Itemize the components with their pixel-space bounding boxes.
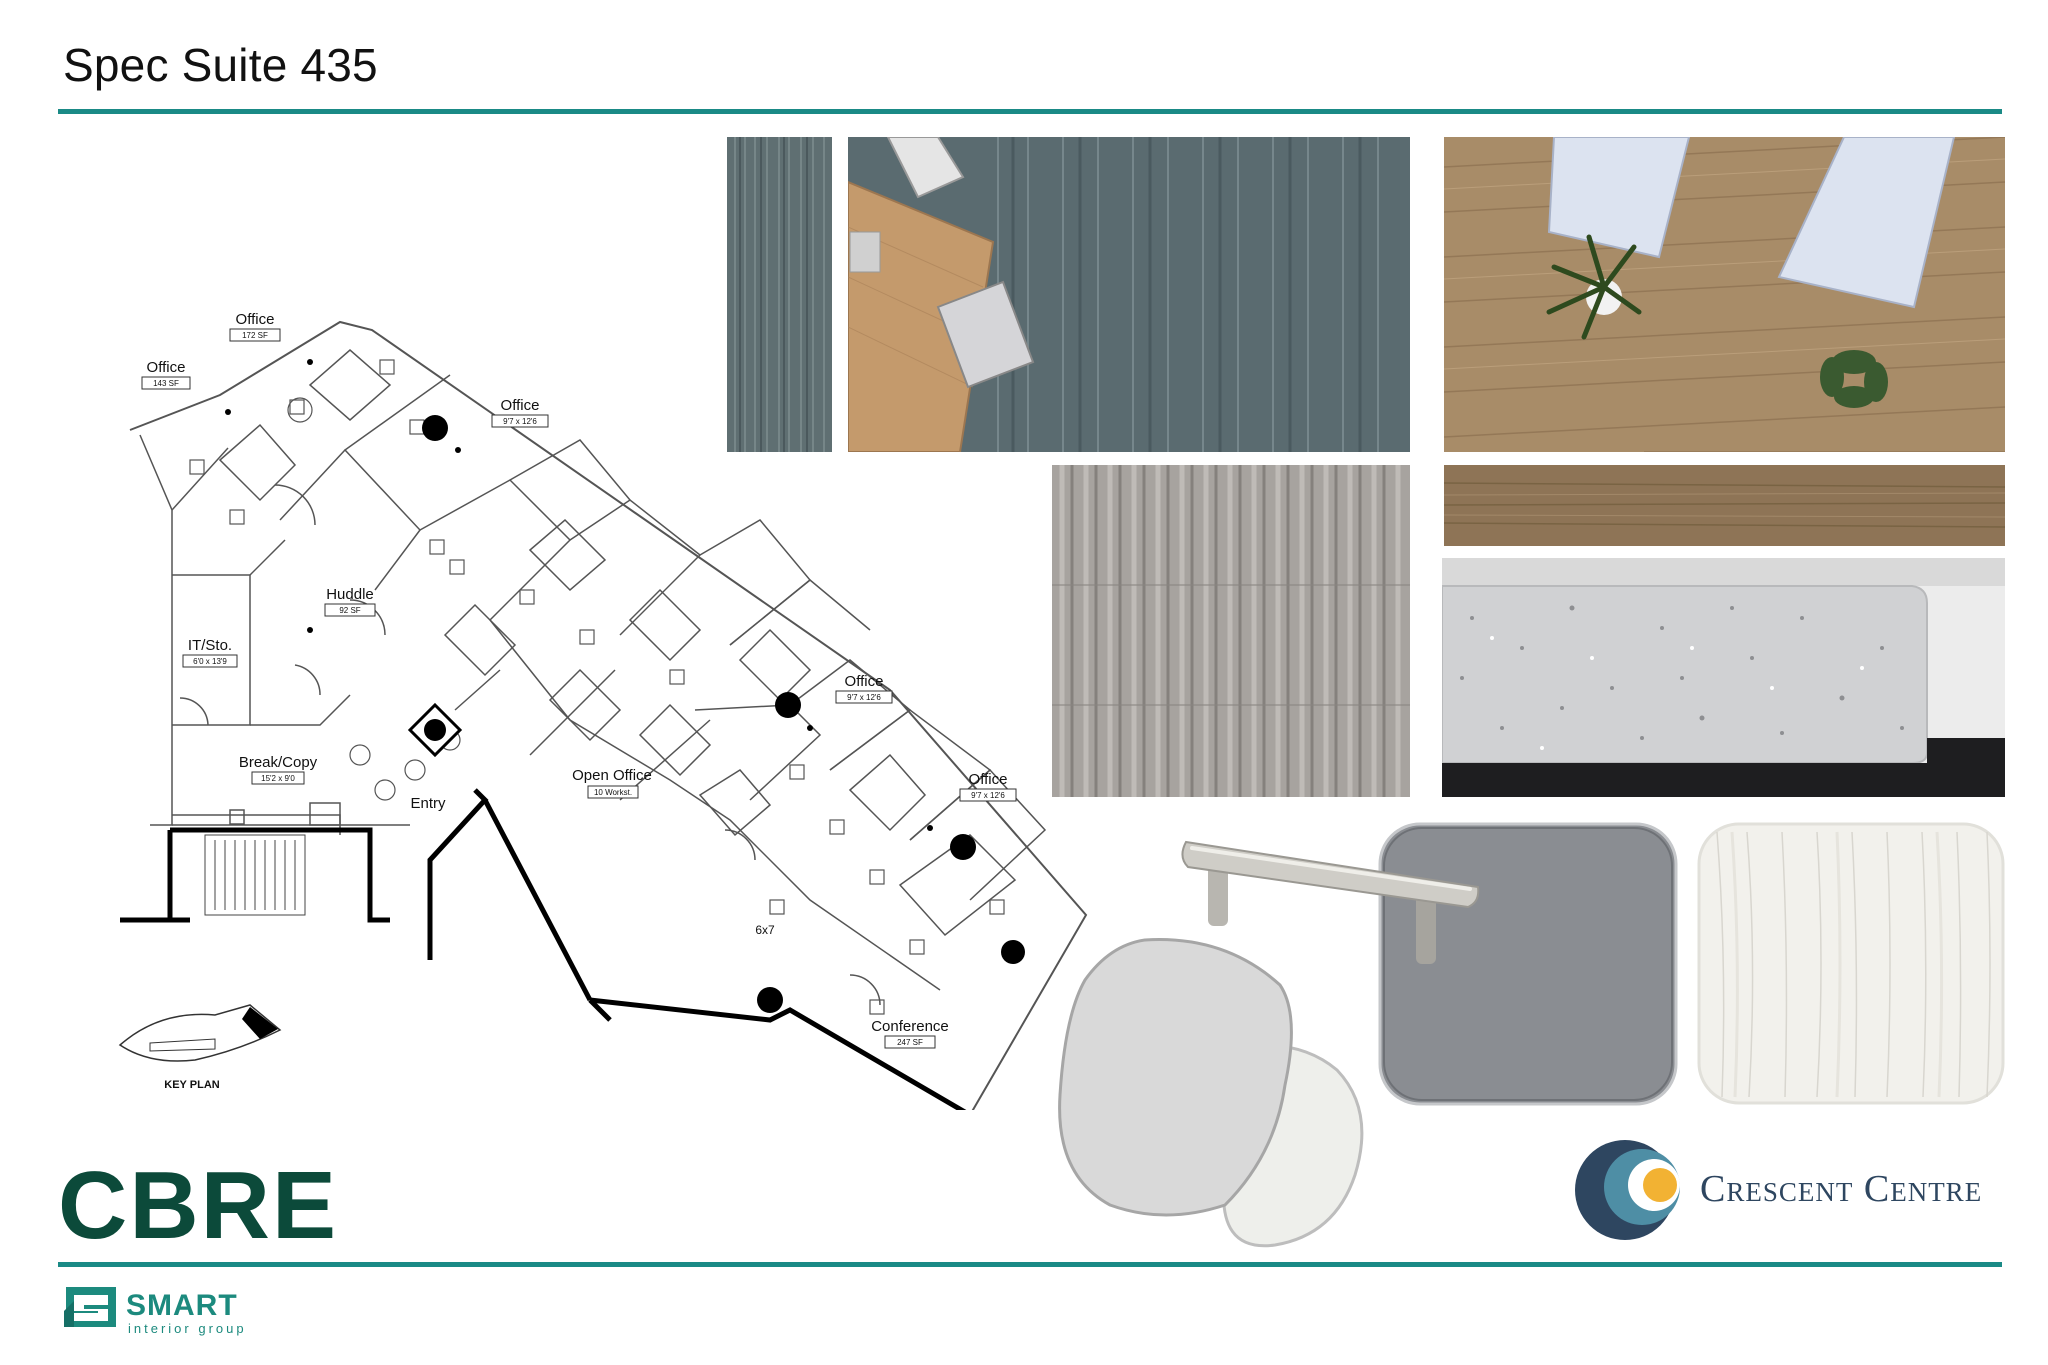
room-size: 247 SF — [897, 1038, 923, 1047]
room-label: IT/Sto. — [188, 637, 232, 654]
fluted-tile-swatch — [1052, 465, 1410, 797]
footer-rule — [58, 1262, 2002, 1267]
room-size: 10 Workst. — [594, 788, 632, 797]
small-room-label: 6x7 — [755, 923, 775, 937]
white-laminate-swatch — [1697, 822, 2005, 1105]
room-label: Office — [501, 397, 540, 414]
key-plan-label: KEY PLAN — [164, 1079, 219, 1091]
room-size: 9'7 x 12'6 — [503, 417, 537, 426]
room-label: Open Office — [572, 767, 652, 784]
entry-label: Entry — [410, 795, 446, 812]
room-label: Office — [147, 359, 186, 376]
room-label: Office — [969, 771, 1008, 788]
smart-interior-logo: SMART interior group — [62, 1281, 302, 1341]
room-size: 6'0 x 13'9 — [193, 657, 227, 666]
carpet-tile-swatch — [727, 137, 832, 452]
carpet-room-scene — [848, 137, 1410, 452]
room-label: Conference — [871, 1018, 949, 1035]
room-label: Office — [236, 311, 275, 328]
lvt-lounge-scene — [1444, 137, 2005, 452]
smart-mark-icon — [64, 1287, 116, 1327]
floor-plan: Office Office Office Huddle IT/Sto. Offi… — [118, 311, 1088, 1110]
room-label: Office — [845, 673, 884, 690]
room-size: 9'7 x 12'6 — [847, 693, 881, 702]
room-size: 92 SF — [339, 606, 360, 615]
room-label: Break/Copy — [239, 754, 318, 771]
wood-plank-swatch — [1444, 465, 2005, 546]
room-size: 15'2 x 9'0 — [261, 774, 295, 783]
smart-wordmark: SMART — [126, 1289, 238, 1322]
room-label: Huddle — [326, 586, 374, 603]
gray-laminate-swatch — [1181, 822, 1678, 1106]
crescent-centre-wordmark: Crescent Centre — [1700, 1168, 1983, 1210]
key-plan: KEY PLAN — [118, 1004, 282, 1091]
room-size: 143 SF — [153, 379, 179, 388]
crescent-mark-icon — [1575, 1140, 1680, 1240]
cbre-logo: CBRE — [58, 1152, 339, 1259]
page-title: Spec Suite 435 — [63, 39, 378, 91]
quartz-countertop-swatch — [1442, 558, 2005, 797]
room-size: 9'7 x 12'6 — [971, 791, 1005, 800]
room-size: 172 SF — [242, 331, 268, 340]
paint-color-swatches — [1058, 938, 1364, 1248]
crescent-centre-logo: Crescent Centre — [1570, 1135, 2010, 1245]
cabinet-pull — [1181, 840, 1480, 964]
header-rule — [58, 109, 2002, 114]
smart-subtitle: interior group — [128, 1321, 247, 1336]
